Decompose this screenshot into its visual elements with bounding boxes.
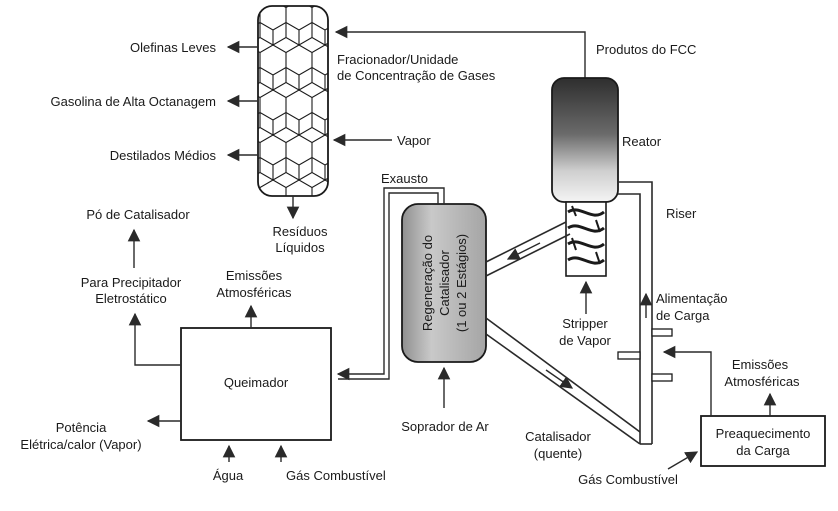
- preheater-emissions-label-line2: Atmosféricas: [724, 374, 800, 389]
- hot-catalyst-label-line2: (quente): [534, 446, 582, 461]
- burner-emissions-label-line1: Emissões: [226, 268, 283, 283]
- fractionator-label-line2: de Concentração de Gases: [337, 68, 496, 83]
- precipitator-label-line2: Eletrostático: [95, 291, 167, 306]
- water-label: Água: [213, 468, 244, 483]
- preheater-box: [700, 415, 826, 467]
- feed-nozzle-left: [617, 351, 641, 360]
- stripper-label-line1: Stripper: [562, 316, 608, 331]
- reactor-vessel: [551, 77, 619, 203]
- precipitator-label-line1: Para Precipitador: [81, 275, 182, 290]
- high-octane-gasoline-label: Gasolina de Alta Octanagem: [51, 94, 217, 109]
- regenerated-catalyst-transfer-line: [485, 317, 641, 445]
- exhaust-label: Exausto: [381, 171, 428, 186]
- fractionator-column: [257, 5, 329, 197]
- burner-box: [180, 327, 332, 441]
- exhaust-line: [336, 187, 445, 381]
- preheater-label-line2: da Carga: [736, 443, 790, 458]
- light-olefins-label: Olefinas Leves: [130, 40, 216, 55]
- steam-label: Vapor: [397, 133, 431, 148]
- burner-label: Queimador: [224, 375, 289, 390]
- preheated-feed-line: [662, 345, 712, 416]
- fractionator-label-line1: Fracionador/Unidade: [337, 52, 458, 67]
- burner-fuel-gas-label: Gás Combustível: [286, 468, 386, 483]
- burner-emissions-label-line2: Atmosféricas: [216, 285, 292, 300]
- catalyst-dust-label: Pó de Catalisador: [86, 207, 190, 222]
- regenerator-label: Regeneração do Catalisador (1 ou 2 Estág…: [420, 234, 469, 332]
- fcc-products-label: Produtos do FCC: [596, 42, 696, 57]
- power-label-line2: Elétrica/calor (Vapor): [20, 437, 141, 452]
- residue-label-line2: Líquidos: [275, 240, 325, 255]
- preheater-label-line1: Preaquecimento: [716, 426, 811, 441]
- regenerator-label-line1: Regeneração do: [420, 235, 435, 331]
- fcc-products-line: [334, 25, 586, 78]
- reactor-label: Reator: [622, 134, 662, 149]
- preheater-fuel-gas-arrow: [667, 451, 699, 470]
- feed-label-line1: Alimentação: [656, 291, 728, 306]
- residue-label-line1: Resíduos: [273, 224, 328, 239]
- riser-label: Riser: [666, 206, 697, 221]
- stripper-section: [565, 201, 607, 277]
- feed-label-line2: de Carga: [656, 308, 710, 323]
- power-label-line1: Potência: [56, 420, 107, 435]
- spent-catalyst-transfer-line: [485, 221, 571, 277]
- feed-nozzle-bottom: [651, 373, 673, 382]
- precipitator-arrow: [128, 312, 181, 366]
- middle-distillates-label: Destilados Médios: [110, 148, 217, 163]
- preheater-emissions-label-line1: Emissões: [732, 357, 789, 372]
- regenerator-label-line3: (1 ou 2 Estágios): [454, 234, 469, 332]
- stripper-label-line2: de Vapor: [559, 333, 611, 348]
- regenerator-label-line2: Catalisador: [437, 249, 452, 315]
- riser-pipe: [618, 181, 653, 445]
- preheater-fuel-gas-label: Gás Combustível: [578, 472, 678, 487]
- feed-nozzle-top: [651, 328, 673, 337]
- hot-catalyst-label-line1: Catalisador: [525, 429, 591, 444]
- air-blower-label: Soprador de Ar: [401, 419, 489, 434]
